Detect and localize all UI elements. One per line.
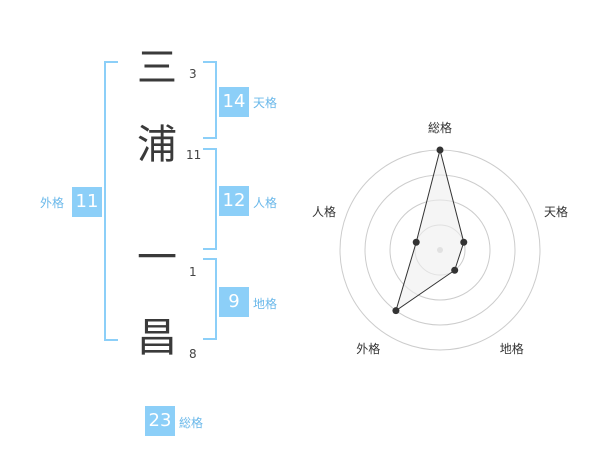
jinkaku-value-badge: 12 [219,186,249,216]
radar-data-polygon [395,149,465,312]
gaikaku-bracket [104,61,118,341]
chikaku-value-badge: 9 [219,287,249,317]
name-char-1: 三 [137,45,177,91]
name-char-2: 浦 [137,122,177,168]
chikaku-label: 地格 [253,297,278,311]
stroke-count-4: 8 [189,347,197,361]
soukaku-value-badge: 23 [145,406,175,436]
radar-axis-label-gaikaku: 外格 [356,341,381,356]
stroke-count-3: 1 [189,265,197,279]
chikaku-bracket [203,258,217,340]
radar-axis-label-chikaku: 地格 [499,341,524,356]
tenkaku-bracket [203,61,217,139]
radar-point-1 [460,238,468,246]
gaikaku-label: 外格 [40,196,65,210]
radar-point-3 [392,307,400,315]
radar-point-2 [451,266,459,274]
tenkaku-label: 天格 [253,96,278,110]
stroke-count-1: 3 [189,67,197,81]
radar-point-0 [436,146,444,154]
name-char-4: 昌 [137,315,177,361]
stroke-count-2: 11 [186,148,202,162]
radar-axis-label-soukaku: 総格 [428,121,453,135]
jinkaku-bracket [203,148,217,250]
soukaku-label: 総格 [179,416,204,430]
gaikaku-value-badge: 11 [72,187,102,217]
radar-points [392,146,468,315]
tenkaku-value-badge: 14 [219,87,249,117]
jinkaku-label: 人格 [253,196,278,210]
radar-axis-label-tenkaku: 天格 [544,205,569,220]
radar-axis-label-jinkaku: 人格 [311,205,336,220]
radar-point-4 [412,238,420,246]
name-char-3: 一 [137,235,177,281]
